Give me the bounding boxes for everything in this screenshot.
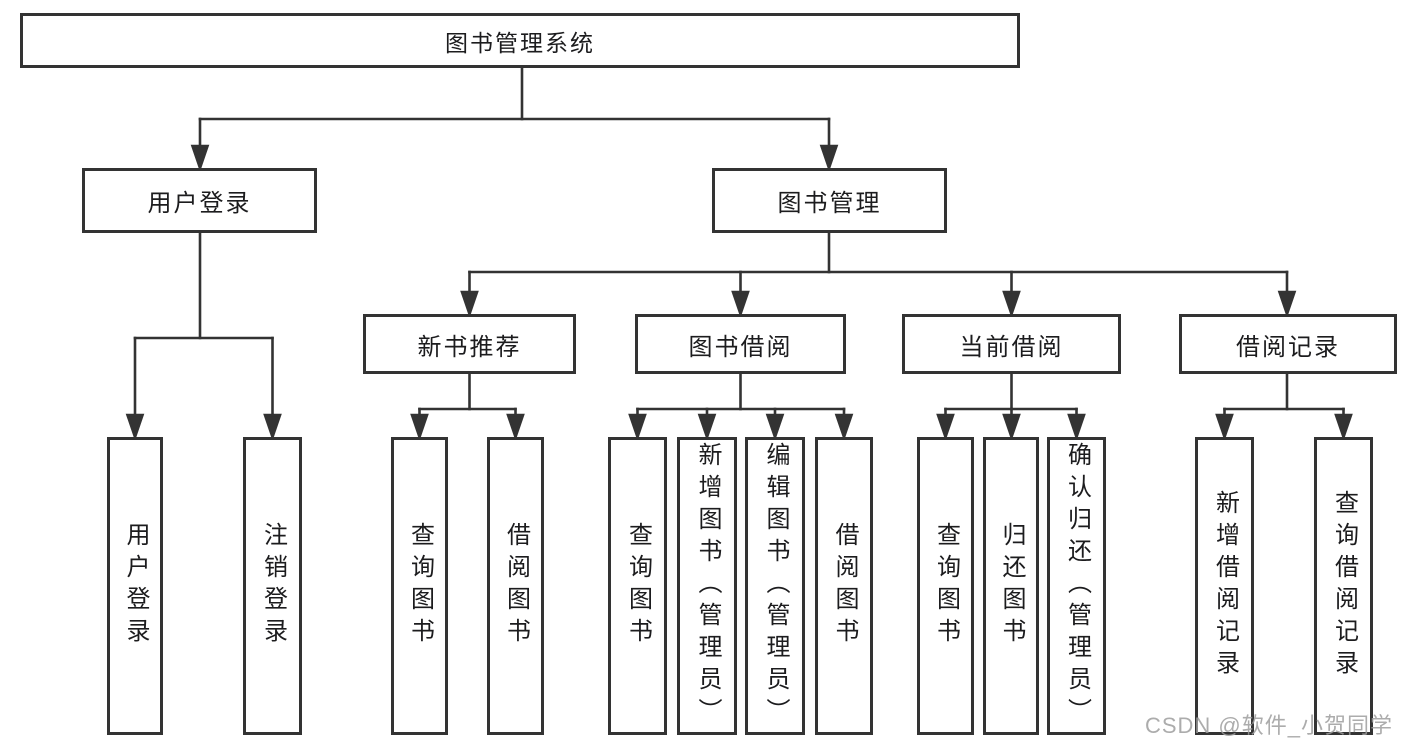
node-label: 借阅记录 xyxy=(1236,333,1340,361)
node-label: 借阅图书 xyxy=(831,522,858,650)
node-query-books-current: 查询图书 xyxy=(917,437,974,735)
node-add-books-admin: 新增图书（管理员） xyxy=(677,437,737,735)
connector-book-mgmt-to-level3 xyxy=(460,231,1297,319)
node-label: 用户登录 xyxy=(122,522,149,650)
connector-book-borrow-to-leaves xyxy=(628,372,854,442)
node-label: 确认归还（管理员） xyxy=(1063,442,1091,730)
node-logout: 注销登录 xyxy=(243,437,302,735)
node-label: 新增图书（管理员） xyxy=(694,442,721,730)
node-book-management: 图书管理 xyxy=(712,168,947,233)
node-user-login-leaf: 用户登录 xyxy=(107,437,163,735)
connector-user-login-to-leaves xyxy=(125,231,282,442)
node-add-borrow-record: 新增借阅记录 xyxy=(1195,437,1254,735)
node-label: 查询借阅记录 xyxy=(1330,490,1358,682)
node-label: 归还图书 xyxy=(998,522,1025,650)
node-label: 借阅图书 xyxy=(502,522,530,650)
node-current-borrowing: 当前借阅 xyxy=(902,314,1121,374)
node-label: 编辑图书（管理员） xyxy=(762,442,789,730)
node-label: 用户登录 xyxy=(147,190,252,217)
node-label: 图书管理 xyxy=(777,190,882,217)
connector-current-borrow-to-leaves xyxy=(936,372,1086,442)
node-new-book-recommend: 新书推荐 xyxy=(363,314,576,374)
node-label: 查询图书 xyxy=(624,522,652,650)
node-borrow-books-borrowing: 借阅图书 xyxy=(815,437,873,735)
node-edit-books-admin: 编辑图书（管理员） xyxy=(745,437,805,735)
connector-root-to-level2 xyxy=(190,66,839,173)
node-label: 新书推荐 xyxy=(417,333,522,361)
node-label: 查询图书 xyxy=(406,522,434,650)
node-label: 查询图书 xyxy=(932,522,960,650)
connector-new-book-to-leaves xyxy=(410,372,525,442)
connector-borrow-record-to-leaves xyxy=(1215,372,1353,442)
node-label: 新增借阅记录 xyxy=(1211,490,1239,682)
node-query-books-borrowing: 查询图书 xyxy=(608,437,667,735)
node-library-management-system: 图书管理系统 xyxy=(20,13,1020,68)
node-label: 注销登录 xyxy=(259,522,287,650)
node-borrow-books-recommend: 借阅图书 xyxy=(487,437,544,735)
node-book-borrowing: 图书借阅 xyxy=(635,314,846,374)
node-label: 图书管理系统 xyxy=(445,29,595,56)
node-query-borrow-record: 查询借阅记录 xyxy=(1314,437,1373,735)
node-query-books-recommend: 查询图书 xyxy=(391,437,448,735)
node-label: 当前借阅 xyxy=(959,333,1064,361)
node-label: 图书借阅 xyxy=(688,333,793,361)
node-return-books: 归还图书 xyxy=(983,437,1039,735)
node-user-login: 用户登录 xyxy=(82,168,317,233)
node-confirm-return-admin: 确认归还（管理员） xyxy=(1047,437,1106,735)
node-borrowing-records: 借阅记录 xyxy=(1179,314,1397,374)
csdn-watermark: CSDN @软件_小贺同学 xyxy=(1144,713,1393,738)
